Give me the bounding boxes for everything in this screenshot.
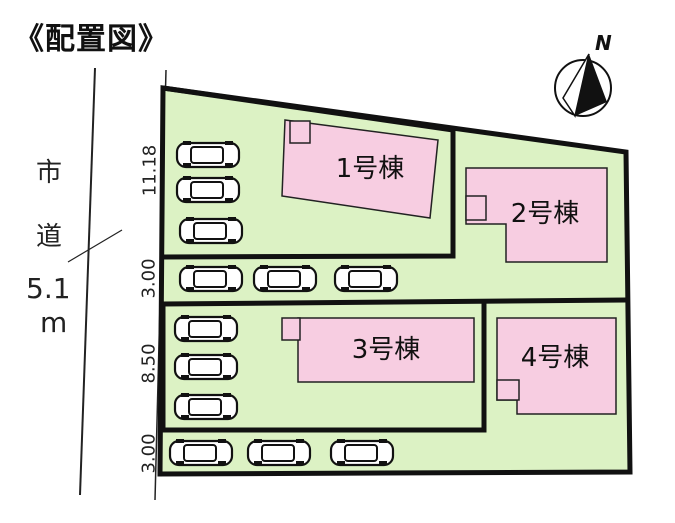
road-width-unit: m bbox=[40, 306, 68, 339]
road-name-char2: 道 bbox=[36, 222, 63, 252]
building-1 bbox=[281, 119, 439, 219]
road-width-value: 5.1 bbox=[26, 272, 71, 305]
parking-car-icon bbox=[329, 439, 395, 467]
parking-spaces bbox=[168, 141, 399, 467]
building-2-entrance bbox=[465, 195, 487, 221]
parking-car-icon bbox=[173, 315, 239, 343]
page-title: 《配置図》 bbox=[14, 22, 169, 57]
building-3-label: 3号棟 bbox=[352, 335, 421, 365]
building-1-entrance bbox=[289, 120, 311, 144]
lot-divider-1 bbox=[162, 85, 456, 260]
parking-car-icon bbox=[173, 393, 239, 421]
road-line bbox=[79, 67, 96, 496]
building-1-label: 1号棟 bbox=[336, 154, 405, 184]
road-name-char1: 市 bbox=[36, 158, 63, 188]
lot-divider-2 bbox=[162, 297, 627, 307]
parking-car-icon bbox=[333, 265, 399, 293]
building-4-label: 4号棟 bbox=[521, 343, 590, 373]
parking-car-icon bbox=[178, 217, 244, 245]
building-3 bbox=[297, 317, 475, 383]
lot-divider-3 bbox=[160, 302, 487, 433]
parking-car-icon bbox=[175, 141, 241, 169]
building-4-entrance bbox=[496, 379, 520, 401]
parking-car-icon bbox=[173, 353, 239, 381]
parking-car-icon bbox=[178, 265, 244, 293]
parking-car-icon bbox=[175, 176, 241, 204]
road-width-leader bbox=[67, 229, 123, 263]
parking-car-icon bbox=[168, 439, 234, 467]
parking-car-icon bbox=[252, 265, 318, 293]
north-arrow-icon: N bbox=[554, 31, 612, 118]
building-2-label: 2号棟 bbox=[511, 199, 580, 229]
parking-car-icon bbox=[246, 439, 312, 467]
building-2 bbox=[465, 167, 608, 263]
building-3-entrance bbox=[281, 317, 301, 341]
north-label: N bbox=[595, 31, 612, 55]
